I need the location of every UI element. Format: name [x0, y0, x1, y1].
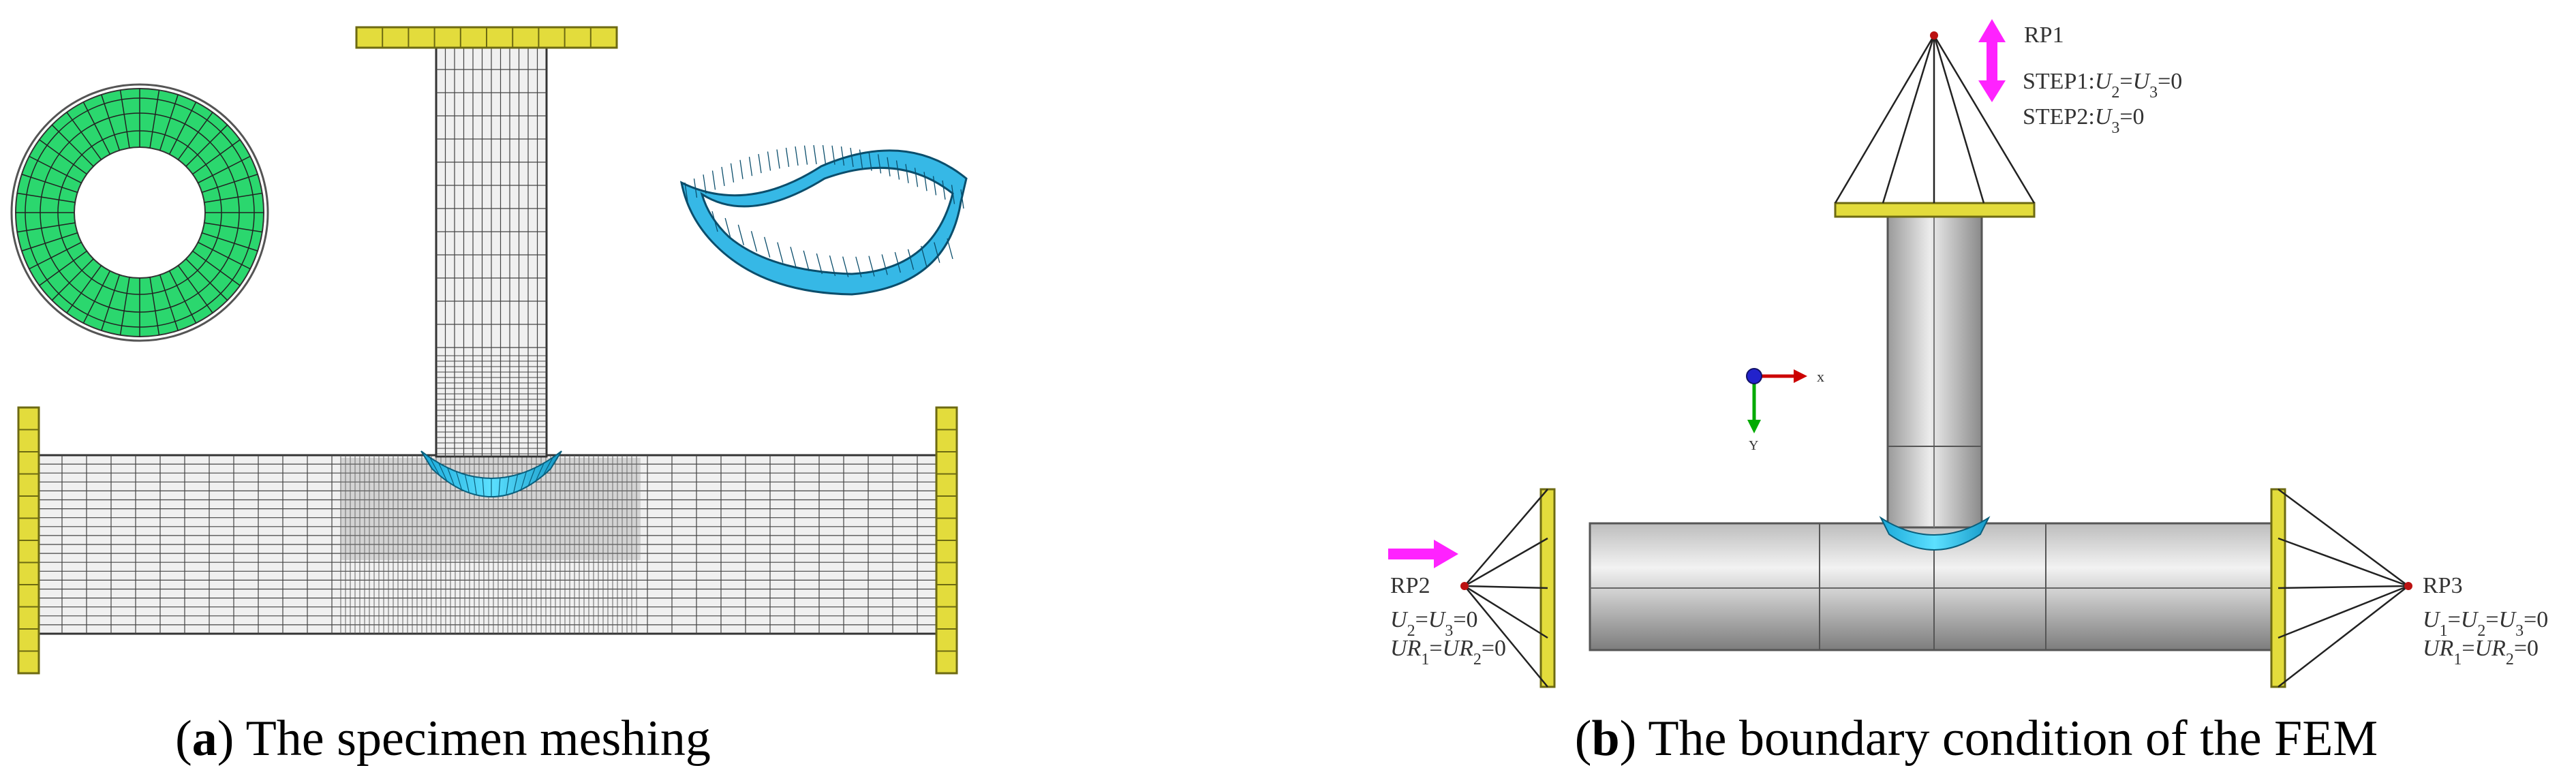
rp2-label: RP2 — [1390, 573, 1430, 598]
axis-x-label: x — [1817, 368, 1824, 385]
axis-y-label: Y — [1749, 438, 1758, 453]
top-flange-solid — [1834, 202, 2036, 218]
step2-condition: STEP2:U3=0 — [2023, 104, 2145, 137]
branch-pipe-mesh — [435, 45, 548, 458]
rp2-displacement-condition: U2=U3=0 — [1390, 607, 1478, 640]
rp2-point — [1460, 582, 1469, 590]
ring-cross-section — [10, 83, 269, 342]
rp3-point — [2404, 582, 2412, 590]
rp3-displacement-condition: U1=U2=U3=0 — [2423, 607, 2548, 640]
panel-a-specimen-meshing: (a) The specimen meshing — [10, 26, 968, 767]
rp1-point — [1930, 31, 1938, 40]
rp2-rotation-condition: UR1=UR2=0 — [1390, 636, 1506, 668]
caption-a: (a) The specimen meshing — [175, 711, 711, 767]
caption-b: (b) The boundary condition of the FEM — [1575, 711, 2378, 767]
caption-a-text: The specimen meshing — [234, 711, 710, 767]
caption-b-letter: b — [1591, 711, 1619, 767]
rp1-label: RP1 — [2024, 22, 2064, 48]
panel-b-boundary-condition: x Y RP1 STEP1:U2=U3=0 STEP2:U3=0 RP2 U2=… — [1388, 19, 2548, 767]
vertical-load-arrow — [1978, 19, 2006, 102]
bent-weld-strip-mesh — [679, 144, 968, 296]
step1-condition: STEP1:U2=U3=0 — [2023, 69, 2182, 102]
weld-seam-solid — [1879, 516, 1991, 551]
caption-b-text: The boundary condition of the FEM — [1636, 711, 2378, 767]
coupling-constraints — [1464, 35, 2409, 688]
left-flange-mesh — [17, 406, 40, 675]
coordinate-triad: x Y — [1746, 368, 1824, 453]
rp3-rotation-condition: UR1=UR2=0 — [2423, 636, 2539, 668]
caption-a-letter: a — [192, 711, 217, 767]
rp3-label: RP3 — [2423, 573, 2463, 598]
horizontal-load-arrow — [1388, 540, 1458, 568]
top-flange-mesh — [355, 26, 618, 49]
right-flange-mesh — [935, 406, 958, 675]
